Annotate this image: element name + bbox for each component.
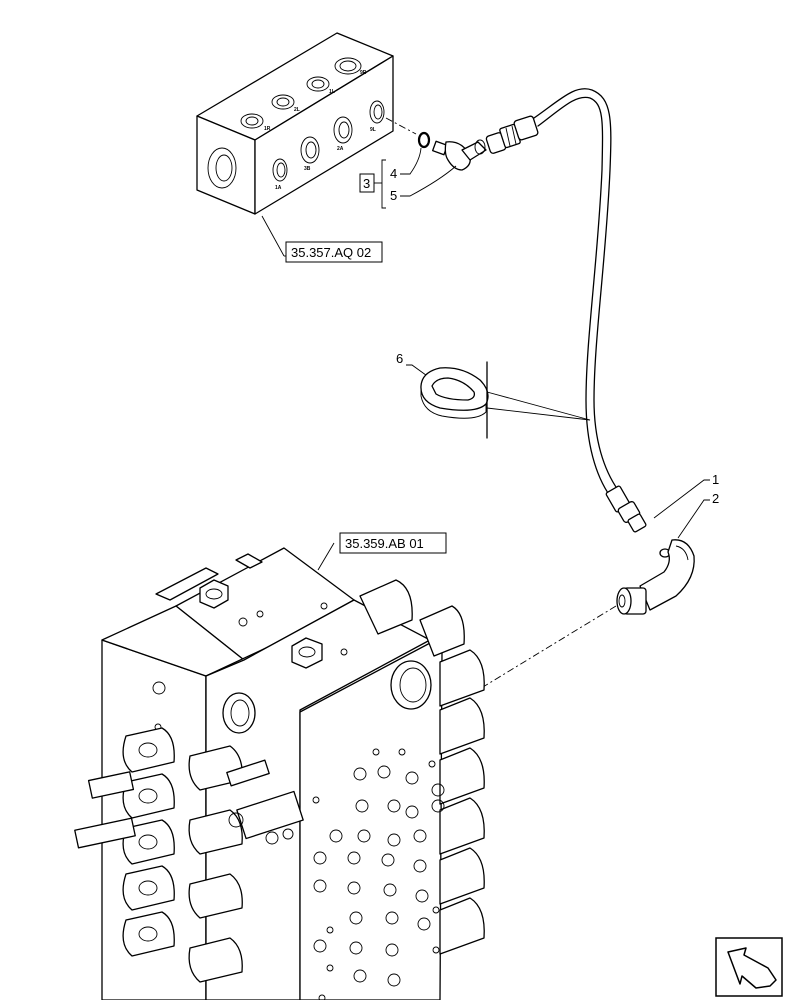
ref-box-upper[interactable] xyxy=(285,241,383,263)
o-ring xyxy=(417,131,431,149)
hose-clamp xyxy=(420,367,489,419)
port-mark: 1L xyxy=(329,89,335,95)
ref-link-main-valve[interactable]: 35.359.AB 01 xyxy=(345,536,424,551)
bolt-grid xyxy=(312,748,445,1000)
hydraulic-hose xyxy=(533,88,647,533)
port-mark: 3B xyxy=(304,166,311,172)
port-mark: 9L xyxy=(370,127,376,133)
port-mark: 2L xyxy=(294,107,300,113)
callout-4[interactable]: 4 xyxy=(390,166,397,181)
port-mark: 1A xyxy=(275,185,282,191)
main-control-valve xyxy=(74,547,485,1000)
manifold-block: 9R 1L 2L 1R 9L 2A 3B 1A xyxy=(196,32,394,215)
hose-fitting-top xyxy=(485,115,539,154)
port-mark: 1R xyxy=(264,126,271,132)
elbow-fitting-upper xyxy=(432,139,487,171)
elbow-fitting-lower xyxy=(616,539,695,615)
callout-6[interactable]: 6 xyxy=(396,351,403,366)
callout-2[interactable]: 2 xyxy=(712,491,719,506)
port-mark: 9R xyxy=(360,70,367,76)
port-mark: 2A xyxy=(337,146,344,152)
callout-5[interactable]: 5 xyxy=(390,188,397,203)
next-page-arrow-icon[interactable] xyxy=(715,937,783,997)
ref-link-upper-block[interactable]: 35.357.AQ 02 xyxy=(291,245,371,260)
callout-3[interactable]: 3 xyxy=(363,176,370,191)
callout-1[interactable]: 1 xyxy=(712,472,719,487)
ref-box-main[interactable] xyxy=(339,532,447,554)
